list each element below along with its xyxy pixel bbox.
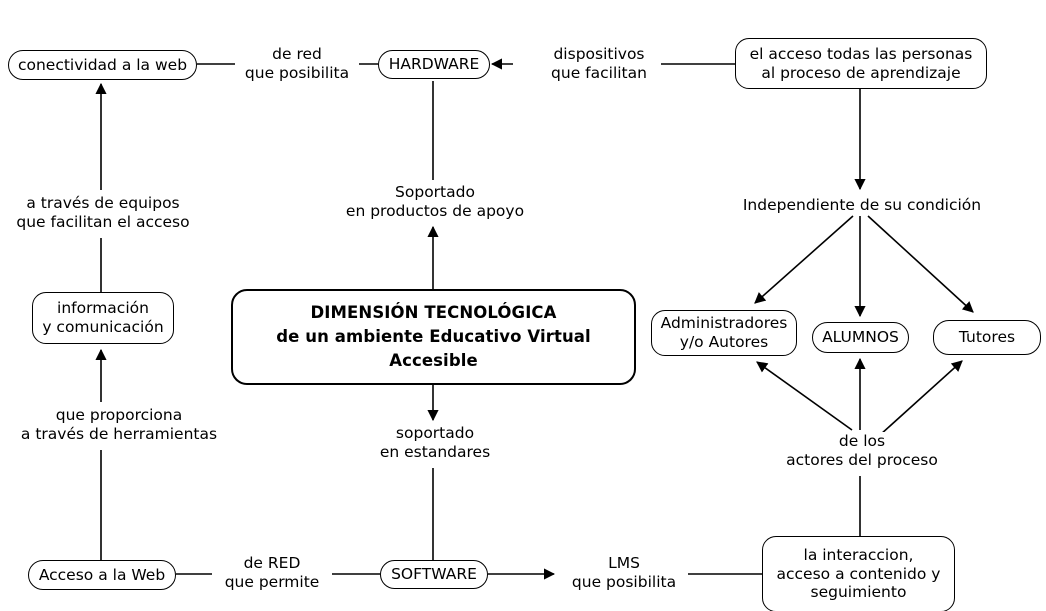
link-label-dispositivos-que-facilitan: dispositivos que facilitan xyxy=(537,45,661,83)
link-label-soportado-en-estandares: soportado en estandares xyxy=(353,424,517,462)
edge-independiente-to-administradores xyxy=(754,215,854,304)
link-label-a-traves-de-equipos: a través de equipos que facilitan el acc… xyxy=(1,194,205,232)
edge-independiente-to-tutores xyxy=(867,215,974,313)
node-tutores[interactable]: Tutores xyxy=(933,320,1041,355)
edge-label-actores-to-tutores xyxy=(879,360,963,436)
edge-label-actores-to-administradores xyxy=(756,361,853,431)
node-software[interactable]: SOFTWARE xyxy=(380,560,488,589)
node-administradores-y-o-autores[interactable]: Administradores y/o Autores xyxy=(651,310,797,356)
node-la-interaccion-acceso-contenido[interactable]: la interaccion, acceso a contenido y seg… xyxy=(762,536,955,611)
link-label-independiente-de-su-condicion: Independiente de su condición xyxy=(730,196,994,215)
link-label-soportado-en-productos-de-apoyo: Soportado en productos de apoyo xyxy=(328,183,542,221)
link-label-de-red-que-permite: de RED que permite xyxy=(212,554,332,592)
node-hardware[interactable]: HARDWARE xyxy=(378,50,490,79)
node-dimension-tecnologica[interactable]: DIMENSIÓN TECNOLÓGICA de un ambiente Edu… xyxy=(231,289,636,385)
link-label-de-red-que-posibilita: de red que posibilita xyxy=(235,45,359,83)
node-conectividad-a-la-web[interactable]: conectividad a la web xyxy=(8,50,197,80)
node-acceso-a-la-web[interactable]: Acceso a la Web xyxy=(28,560,176,590)
link-label-lms-que-posibilita: LMS que posibilita xyxy=(560,554,688,592)
node-acceso-todas-las-personas[interactable]: el acceso todas las personas al proceso … xyxy=(735,38,987,89)
node-alumnos[interactable]: ALUMNOS xyxy=(812,322,909,353)
node-informacion-y-comunicacion[interactable]: información y comunicación xyxy=(32,292,174,344)
link-label-que-proporciona-herramientas: que proporciona a través de herramientas xyxy=(9,406,229,444)
link-label-de-los-actores-del-proceso: de los actores del proceso xyxy=(768,432,956,470)
